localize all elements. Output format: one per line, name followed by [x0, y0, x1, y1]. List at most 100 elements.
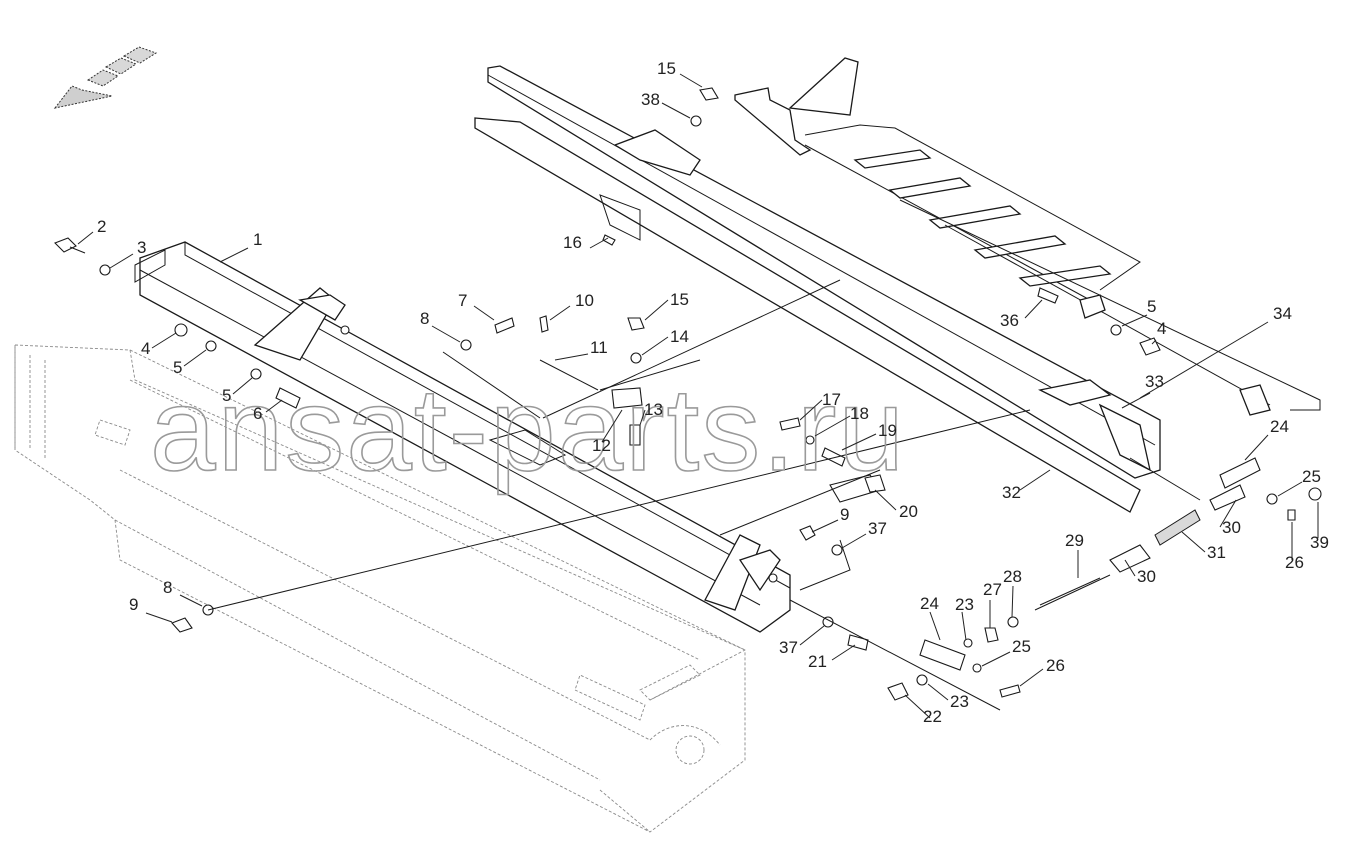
callout-leader-c30a: [1124, 559, 1136, 577]
callout-number-c29: 29: [1065, 531, 1084, 550]
callout-leader-c14: [641, 336, 669, 356]
callout-leader-c15a: [644, 299, 669, 321]
callout-number-c38: 38: [641, 90, 660, 109]
callout-leader-c4a: [151, 332, 177, 349]
callout-number-c9b: 9: [129, 595, 138, 614]
callout-leader-c5c: [1121, 314, 1148, 327]
callout-number-c8b: 8: [163, 578, 172, 597]
callout-number-c7: 7: [458, 291, 467, 310]
frame-rail-part-32: [474, 65, 1161, 513]
callout-leader-c7: [473, 305, 495, 321]
callout-number-c21: 21: [808, 652, 827, 671]
callout-number-c33: 33: [1145, 372, 1164, 391]
direction-arrow-icon: [53, 46, 158, 109]
callout-number-c5b: 5: [222, 386, 231, 405]
callout-number-c13: 13: [644, 400, 663, 419]
callout-number-c30a: 30: [1137, 567, 1156, 586]
callout-number-c28: 28: [1003, 567, 1022, 586]
callout-leader-c3: [109, 253, 134, 269]
callout-number-c22: 22: [923, 707, 942, 726]
callout-leader-c37a: [841, 533, 867, 549]
callout-number-c25b: 25: [1302, 467, 1321, 486]
callout-leader-c24b: [1244, 434, 1269, 461]
callout-leader-c13: [639, 409, 646, 426]
callout-leader-c19: [841, 433, 877, 451]
callout-leader-c5a: [183, 349, 207, 367]
callout-number-c34: 34: [1273, 304, 1292, 323]
callout-number-c24b: 24: [1270, 417, 1289, 436]
callout-leader-c20: [874, 489, 897, 511]
callout-number-c12: 12: [592, 436, 611, 455]
header-body-ghost: [14, 344, 746, 833]
callout-leader-c17: [799, 399, 823, 421]
callout-leader-c12: [601, 409, 623, 443]
callout-number-c20: 20: [899, 502, 918, 521]
callout-leader-c32: [1019, 469, 1051, 491]
callout-number-c14: 14: [670, 327, 689, 346]
callout-number-c25a: 25: [1012, 637, 1031, 656]
callout-number-c5c: 5: [1147, 297, 1156, 316]
callout-leader-c16: [589, 237, 609, 249]
hardware-items: [54, 87, 1322, 701]
callout-number-c2: 2: [97, 217, 106, 236]
callout-leader-c18: [814, 415, 851, 437]
callout-number-c37a: 37: [868, 519, 887, 538]
callout-number-c5a: 5: [173, 358, 182, 377]
callout-number-c36: 36: [1000, 311, 1019, 330]
callout-number-c18: 18: [850, 404, 869, 423]
callout-number-c19: 19: [878, 421, 897, 440]
callout-number-c31: 31: [1207, 543, 1226, 562]
callout-leader-c38: [661, 102, 691, 119]
callout-number-c27: 27: [983, 580, 1002, 599]
callout-number-c26b: 26: [1285, 553, 1304, 572]
callout-number-c37b: 37: [779, 638, 798, 657]
callout-number-c30b: 30: [1222, 518, 1241, 537]
callout-leader-c22: [904, 694, 931, 719]
callout-leader-c31: [1181, 531, 1206, 553]
callout-number-c9a: 9: [840, 505, 849, 524]
callout-leader-c25a: [981, 651, 1011, 667]
callout-leader-c33: [1121, 392, 1151, 409]
watermark-text: ansat-parts.ru: [150, 364, 906, 496]
callout-leader-c8a: [431, 325, 461, 343]
callout-number-c16: 16: [563, 233, 582, 252]
callout-number-c32: 32: [1002, 483, 1021, 502]
callout-number-c15a: 15: [670, 290, 689, 309]
callout-leader-c8b: [179, 594, 203, 607]
callout-number-c11: 11: [590, 338, 608, 357]
callout-leader-c25b: [1277, 481, 1303, 497]
callout-number-c24a: 24: [920, 594, 939, 613]
callout-number-c4b: 4: [1157, 319, 1166, 338]
callout-leader-c11: [554, 353, 589, 361]
callout-leader-c23a: [961, 611, 967, 641]
callout-leader-c23b: [927, 683, 949, 701]
callout-number-c23a: 23: [955, 595, 974, 614]
callout-number-c39: 39: [1310, 533, 1329, 552]
callout-leader-c36: [1024, 299, 1043, 319]
callout-leader-c2: [77, 231, 94, 245]
callout-leader-c24a: [929, 611, 941, 641]
callout-number-c3: 3: [137, 238, 146, 257]
callout-number-c26a: 26: [1046, 656, 1065, 675]
callout-leader-c1: [219, 247, 249, 263]
callout-leader-c4b: [1151, 339, 1157, 345]
callout-leader-c37b: [799, 625, 825, 646]
callout-leader-c5b: [232, 377, 253, 395]
callout-leader-c15b: [679, 73, 703, 88]
callout-leader-c9a: [811, 519, 839, 533]
callout-leader-c34: [1139, 321, 1269, 399]
callout-leader-c6: [265, 399, 283, 413]
callout-number-c1: 1: [253, 230, 262, 249]
callout-labels: 1234556781011121314151538161718192093789…: [77, 59, 1329, 726]
callout-number-c23b: 23: [950, 692, 969, 711]
assembly-lines: [207, 279, 1201, 711]
callout-number-c4a: 4: [141, 339, 150, 358]
callout-leader-c26a: [1019, 668, 1044, 687]
callout-leader-c28: [1011, 585, 1014, 618]
step-ladder-part-34: [734, 57, 1321, 416]
callout-number-c15b: 15: [657, 59, 676, 78]
callout-leader-c21: [831, 644, 856, 661]
callout-number-c17: 17: [822, 390, 841, 409]
